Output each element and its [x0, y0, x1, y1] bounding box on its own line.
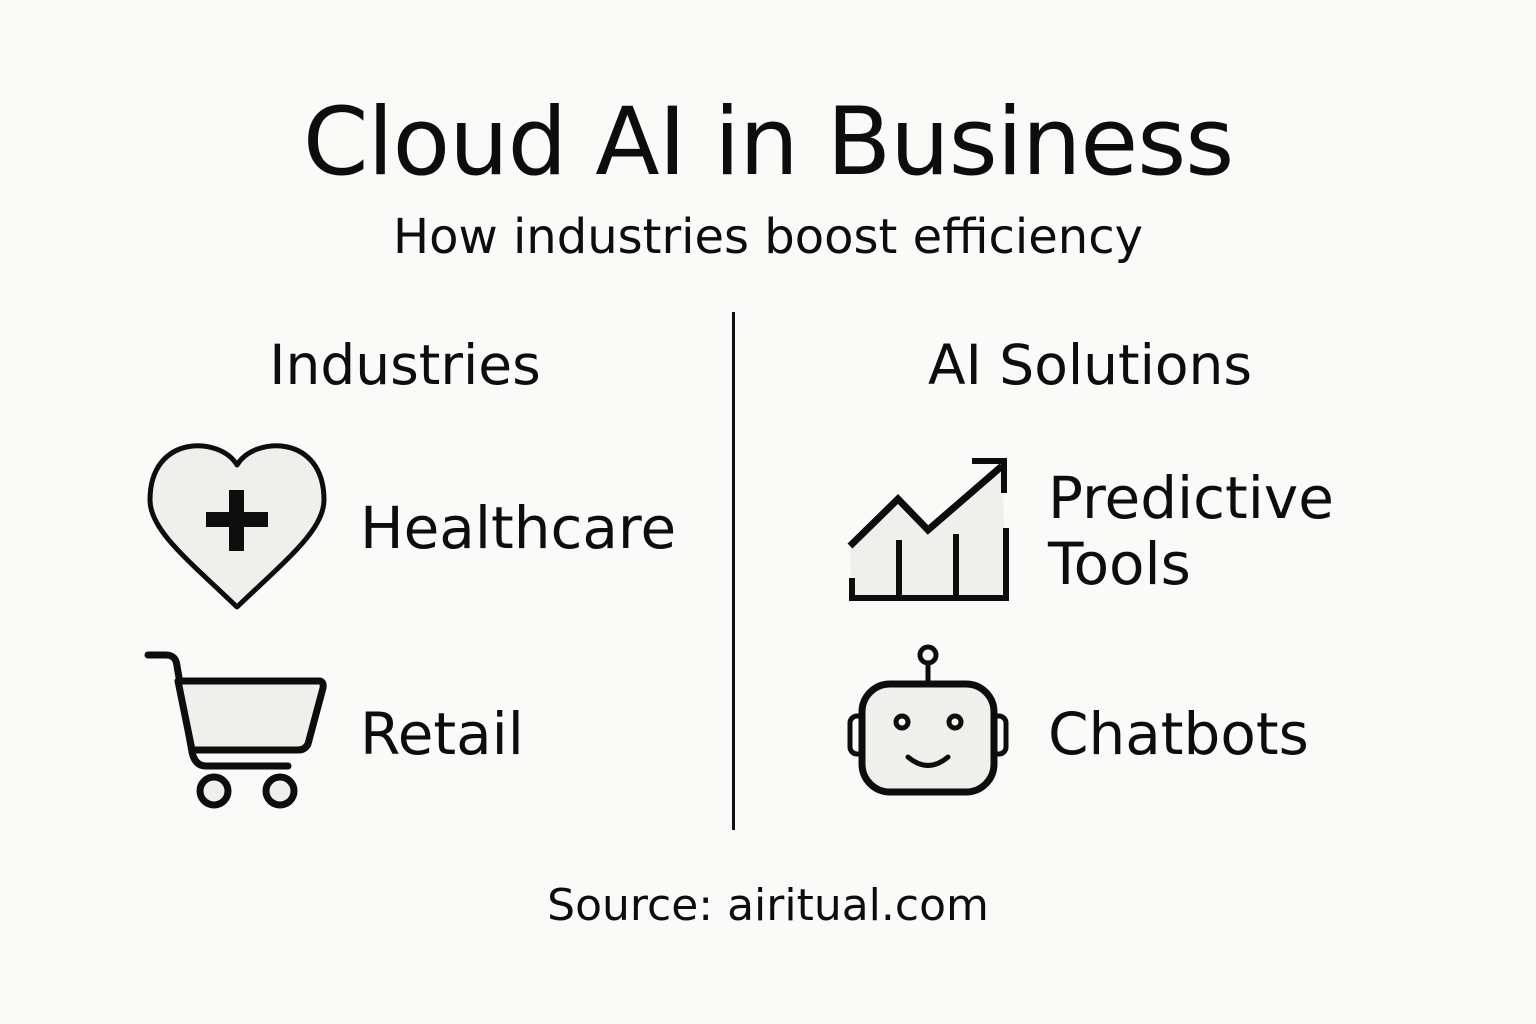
industries-heading: Industries [269, 333, 541, 397]
robot-icon [847, 644, 1009, 796]
trending-chart-icon [847, 458, 1009, 601]
retail-label: Retail [360, 700, 524, 768]
chatbots-label: Chatbots [1048, 700, 1309, 768]
page-subtitle: How industries boost efficiency [392, 209, 1144, 265]
predictive-label-line1: Predictive [1048, 464, 1334, 532]
predictive-label-line2: Tools [1048, 530, 1191, 598]
shopping-cart-icon [144, 651, 327, 809]
healthcare-label: Healthcare [360, 494, 677, 562]
column-divider [732, 312, 735, 830]
heart-plus-icon [147, 443, 327, 610]
source-caption: Source: airitual.com [547, 880, 989, 931]
ai-solutions-heading: AI Solutions [927, 333, 1253, 397]
page-title: Cloud AI in Business [302, 88, 1234, 197]
